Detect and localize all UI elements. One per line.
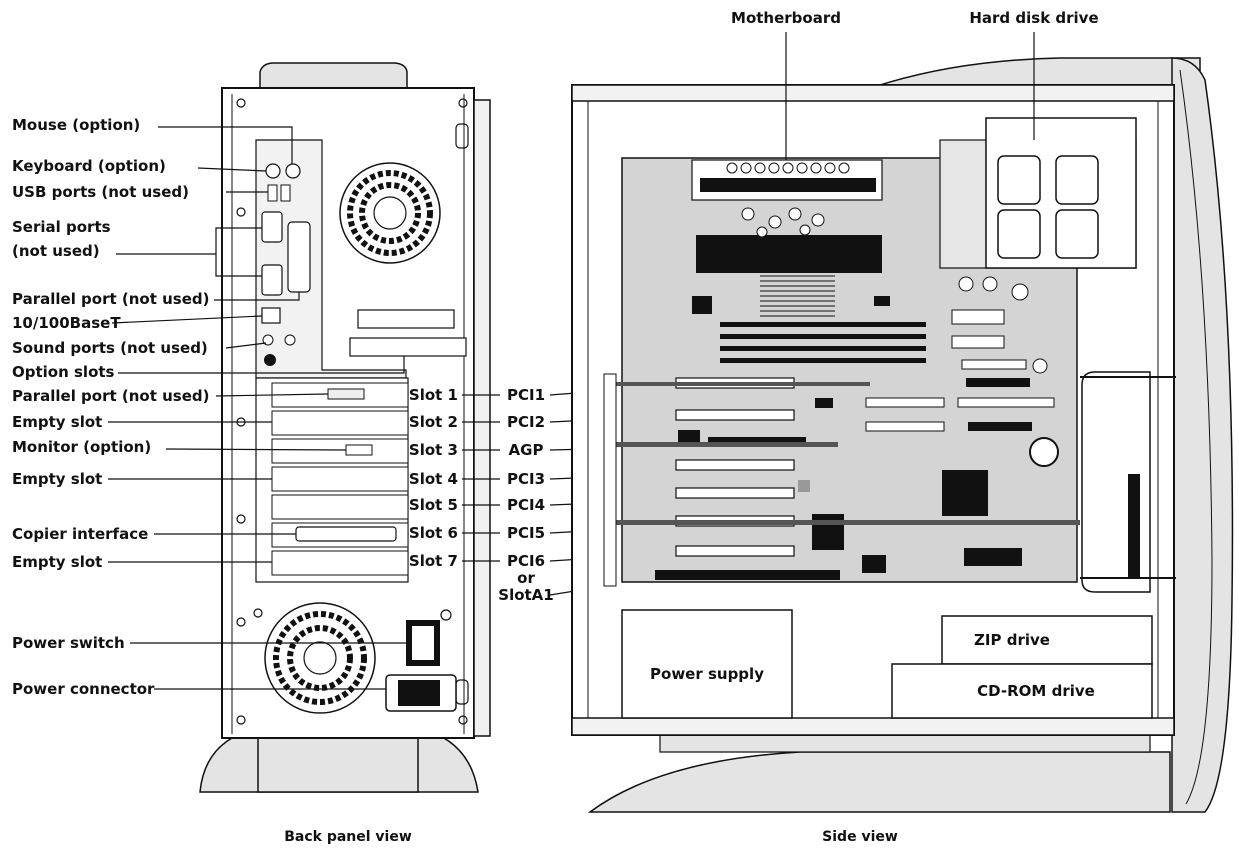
bus-label: PCI2	[507, 413, 545, 431]
label-power-connector: Power connector	[12, 680, 155, 698]
label-cdrom: CD-ROM drive	[977, 682, 1095, 700]
bus-label: PCI5	[507, 524, 545, 542]
bus-label-or: or	[517, 569, 535, 587]
side-view	[571, 57, 1234, 813]
label-mouse: Mouse (option)	[12, 116, 140, 134]
slot-label: Slot 3	[409, 441, 458, 459]
label-keyboard: Keyboard (option)	[12, 157, 166, 175]
back-panel-labels: Mouse (option) Keyboard (option) USB por…	[12, 116, 412, 845]
label-zip: ZIP drive	[974, 631, 1050, 649]
slot-row-3: Slot 3 AGP	[409, 441, 713, 459]
label-usb: USB ports (not used)	[12, 183, 189, 201]
slot-label: Slot 4	[409, 470, 458, 488]
bus-label: PCI1	[507, 386, 545, 404]
slot-labels: Slot 1 PCI1 Slot 2 PCI2 Slot 3 AGP Slot …	[409, 384, 713, 604]
side-view-labels: Motherboard Hard disk drive ZIP drive CD…	[650, 9, 1099, 845]
slot-label: Slot 5	[409, 496, 458, 514]
slot-label: Slot 2	[409, 413, 458, 431]
label-empty-slot-a: Empty slot	[12, 413, 102, 431]
label-hard-disk: Hard disk drive	[969, 9, 1098, 27]
slot-label: Slot 7	[409, 552, 458, 570]
label-copier: Copier interface	[12, 525, 148, 543]
label-parallel-top: Parallel port (not used)	[12, 290, 210, 308]
caption-side-view: Side view	[822, 829, 898, 845]
leader-parallel-card	[215, 393, 329, 397]
bus-label-slota1: SlotA1	[498, 586, 553, 604]
label-empty-slot-b: Empty slot	[12, 470, 102, 488]
leader-serial	[215, 227, 262, 277]
leader-option-slots	[118, 356, 405, 374]
caption-back-panel: Back panel view	[284, 829, 412, 845]
label-monitor: Monitor (option)	[12, 438, 151, 456]
label-serial-2: (not used)	[12, 242, 100, 260]
label-parallel-card: Parallel port (not used)	[12, 387, 210, 405]
leader-parallel-top	[214, 292, 300, 301]
leader-sound	[225, 342, 267, 349]
label-power-supply: Power supply	[650, 665, 764, 683]
leader-mouse	[158, 126, 293, 164]
slot-label: Slot 1	[409, 386, 458, 404]
back-panel	[199, 62, 491, 793]
bus-label: AGP	[509, 441, 544, 459]
label-serial-1: Serial ports	[12, 218, 111, 236]
label-option-slots: Option slots	[12, 363, 115, 381]
slot-row-7: Slot 7 PCI6 or SlotA1	[409, 552, 681, 604]
bus-label: PCI6	[507, 552, 545, 570]
label-empty-slot-c: Empty slot	[12, 553, 102, 571]
leader-keyboard	[197, 167, 267, 172]
leader-monitor	[165, 448, 347, 451]
bus-label: PCI4	[507, 496, 545, 514]
leader-ethernet	[111, 315, 263, 324]
label-motherboard: Motherboard	[731, 9, 841, 27]
label-sound: Sound ports (not used)	[12, 339, 208, 357]
label-power-switch: Power switch	[12, 634, 125, 652]
bus-label: PCI3	[507, 470, 545, 488]
label-ethernet: 10/100BaseT	[12, 314, 121, 332]
slot-label: Slot 6	[409, 524, 458, 542]
